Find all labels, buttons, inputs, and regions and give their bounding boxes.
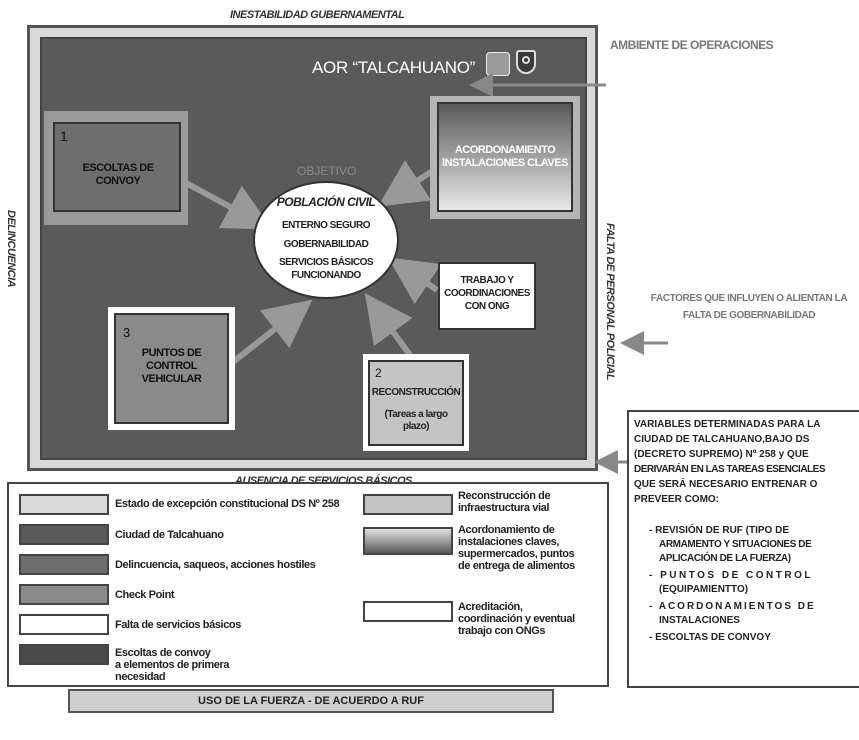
- legend-swatch-city: [19, 524, 109, 545]
- navy-shield-icon: [516, 50, 536, 74]
- legend-cordon-line-2: instalaciones claves,: [458, 536, 560, 548]
- variables-bullet-3b: INSTALACIONES: [659, 615, 740, 626]
- legend-state-label: Estado de excepción constitucional DS Nº…: [115, 498, 340, 510]
- left-factor-label: DELINCUENCIA: [5, 210, 17, 288]
- task-puntos-line-3: VEHICULAR: [141, 373, 202, 385]
- legend-swatch-state: [19, 494, 109, 515]
- legend-checkpoint-label: Check Point: [115, 589, 175, 601]
- task-acordonamiento-box: ACORDONAMIENTO INSTALACIONES CLAVES: [437, 102, 573, 212]
- variables-bullet-2a: - PUNTOS DE CONTROL: [649, 570, 813, 581]
- legend-swatch-services: [19, 614, 109, 635]
- arrow-puntos: [231, 299, 313, 365]
- objective-label: OBJETIVO: [297, 164, 357, 178]
- task-reconstruccion-number: 2: [375, 366, 382, 380]
- variables-line-6: PREVEER COMO:: [634, 494, 720, 505]
- objective-line-2: GOBERNABILIDAD: [283, 239, 369, 250]
- variables-line-5: QUE SERÁ NECESARIO ENTRENAR O: [634, 479, 818, 490]
- variables-bullet-1b: ARMAMENTO Y SITUACIONES DE: [659, 539, 812, 550]
- legend-escort-line-1: Escoltas de convoy: [115, 647, 211, 659]
- task-reconstruccion-sub-1: (Tareas a largo: [384, 409, 448, 420]
- task-puntos-number: 3: [123, 325, 131, 340]
- task-acordonamiento-line-2: INSTALACIONES CLAVES: [442, 157, 568, 169]
- task-reconstruccion-box: 2 RECONSTRUCCIÓN (Tareas a largo plazo): [368, 360, 464, 446]
- variables-line-4: DERIVARÁN EN LAS TAREAS ESENCIALES: [634, 464, 825, 475]
- task-puntos-box: 3 PUNTOS DE CONTROL VEHICULAR: [114, 313, 229, 424]
- legend-cordon-label: Acordonamiento de instalaciones claves, …: [458, 524, 575, 572]
- legend-city-label: Ciudad de Talcahuano: [115, 529, 224, 541]
- task-puntos-line-2: CONTROL: [146, 360, 197, 372]
- legend-cordon-line-4: de entrega de alimentos: [458, 560, 575, 572]
- legend-services-label: Falta de servicios básicos: [115, 619, 241, 631]
- objective-circle: POBLACIÓN CIVIL ENTERNO SEGURO GOBERNABI…: [253, 181, 399, 299]
- task-trabajo-box: TRABAJO Y COORDINACIONES CON ONG: [438, 262, 536, 330]
- variables-line-3: (DECRETO SUPREMO) Nº 258 y QUE: [634, 449, 809, 460]
- aor-title: AOR “TALCAHUANO”: [312, 58, 476, 77]
- arrow-acordonamiento: [377, 160, 436, 207]
- variables-bullet-1a: - REVISIÓN DE RUF (TIPO DE: [649, 525, 790, 536]
- variables-line-2: CIUDAD DE TALCAHUANO,BAJO DS: [634, 434, 810, 445]
- factors-note: FACTORES QUE INFLUYEN O ALIENTAN LA FALT…: [640, 290, 858, 324]
- legend-accreditation-line-1: Acreditación,: [458, 601, 523, 613]
- task-escoltas-box: 1 ESCOLTAS DE CONVOY: [53, 122, 181, 212]
- force-use-bar: USO DE LA FUERZA - DE ACUERDO A RUF: [68, 689, 554, 713]
- legend-swatch-checkpoint: [19, 584, 109, 605]
- variables-line-1: VARIABLES DETERMINADAS PARA LA: [634, 419, 821, 430]
- arrow-escoltas: [184, 180, 273, 230]
- task-trabajo-line-2: COORDINACIONES: [444, 288, 530, 299]
- variables-box: VARIABLES DETERMINADAS PARA LA CIUDAD DE…: [627, 410, 859, 688]
- right-factor-label: FALTA DE PERSONAL POLICIAL: [604, 223, 616, 381]
- task-trabajo-line-1: TRABAJO Y: [460, 275, 514, 286]
- variables-bullet-3a: - ACORDONAMIENTOS DE: [649, 601, 816, 612]
- legend-accreditation-line-3: trabajo con ONGs: [458, 625, 546, 637]
- task-reconstruccion-sub-2: plazo): [403, 421, 429, 432]
- task-acordonamiento-line-1: ACORDONAMIENTO: [454, 144, 556, 156]
- legend: Estado de excepción constitucional DS Nº…: [7, 482, 609, 687]
- legend-swatch-accreditation: [363, 601, 453, 622]
- legend-reconstruction-label: Reconstrucción de infraestructura vial: [458, 490, 551, 514]
- top-factor-label: INESTABILIDAD GUBERNAMENTAL: [230, 9, 405, 21]
- legend-crime-label: Delincuencia, saqueos, acciones hostiles: [115, 559, 316, 571]
- legend-escort-line-2: a elementos de primera: [115, 659, 230, 671]
- arrow-reconstruccion: [364, 293, 413, 357]
- legend-escort-label: Escoltas de convoy a elementos de primer…: [115, 647, 229, 683]
- legend-reconstruction-line-1: Reconstrucción de: [458, 490, 551, 502]
- objective-line-4: FUNCIONANDO: [291, 270, 361, 281]
- task-trabajo-line-3: CON ONG: [464, 301, 510, 312]
- objective-line-3: SERVICIOS BÁSICOS: [278, 257, 374, 268]
- legend-escort-line-3: necesidad: [115, 671, 166, 683]
- objective-line-1: ENTERNO SEGURO: [281, 220, 371, 231]
- legend-swatch-reconstruction: [363, 494, 453, 515]
- task-escoltas-label: ESCOLTAS DE CONVOY: [82, 162, 154, 187]
- task-escoltas-number: 1: [60, 128, 68, 144]
- task-puntos-line-1: PUNTOS DE: [141, 347, 202, 359]
- objective-title: POBLACIÓN CIVIL: [276, 195, 376, 209]
- legend-accreditation-label: Acreditación, coordinación y eventual tr…: [458, 601, 575, 637]
- factors-line-2: FALTA DE GOBERNABILIDAD: [682, 310, 816, 321]
- variables-bullet-2b: (EQUIPAMIENTTO): [659, 584, 749, 595]
- legend-swatch-cordon: [363, 527, 453, 555]
- variables-bullet-4: - ESCOLTAS DE CONVOY: [649, 632, 771, 643]
- arrow-trabajo: [388, 257, 442, 304]
- legend-cordon-line-1: Acordonamiento de: [458, 524, 555, 536]
- legend-reconstruction-line-2: infraestructura vial: [458, 502, 550, 514]
- task-reconstruccion-label: RECONSTRUCCIÓN: [371, 387, 461, 398]
- operations-environment-label: AMBIENTE DE OPERACIONES: [610, 38, 774, 52]
- legend-swatch-crime: [19, 554, 109, 575]
- legend-cordon-line-3: supermercados, puntos: [458, 548, 575, 560]
- legend-swatch-escort: [19, 644, 109, 665]
- variables-bullet-1c: APLICACIÓN DE LA FUERZA): [659, 553, 791, 564]
- legend-accreditation-line-2: coordinación y eventual: [458, 613, 575, 625]
- police-badge-icon: [486, 52, 510, 76]
- factors-line-1: FACTORES QUE INFLUYEN O ALIENTAN LA: [650, 293, 848, 304]
